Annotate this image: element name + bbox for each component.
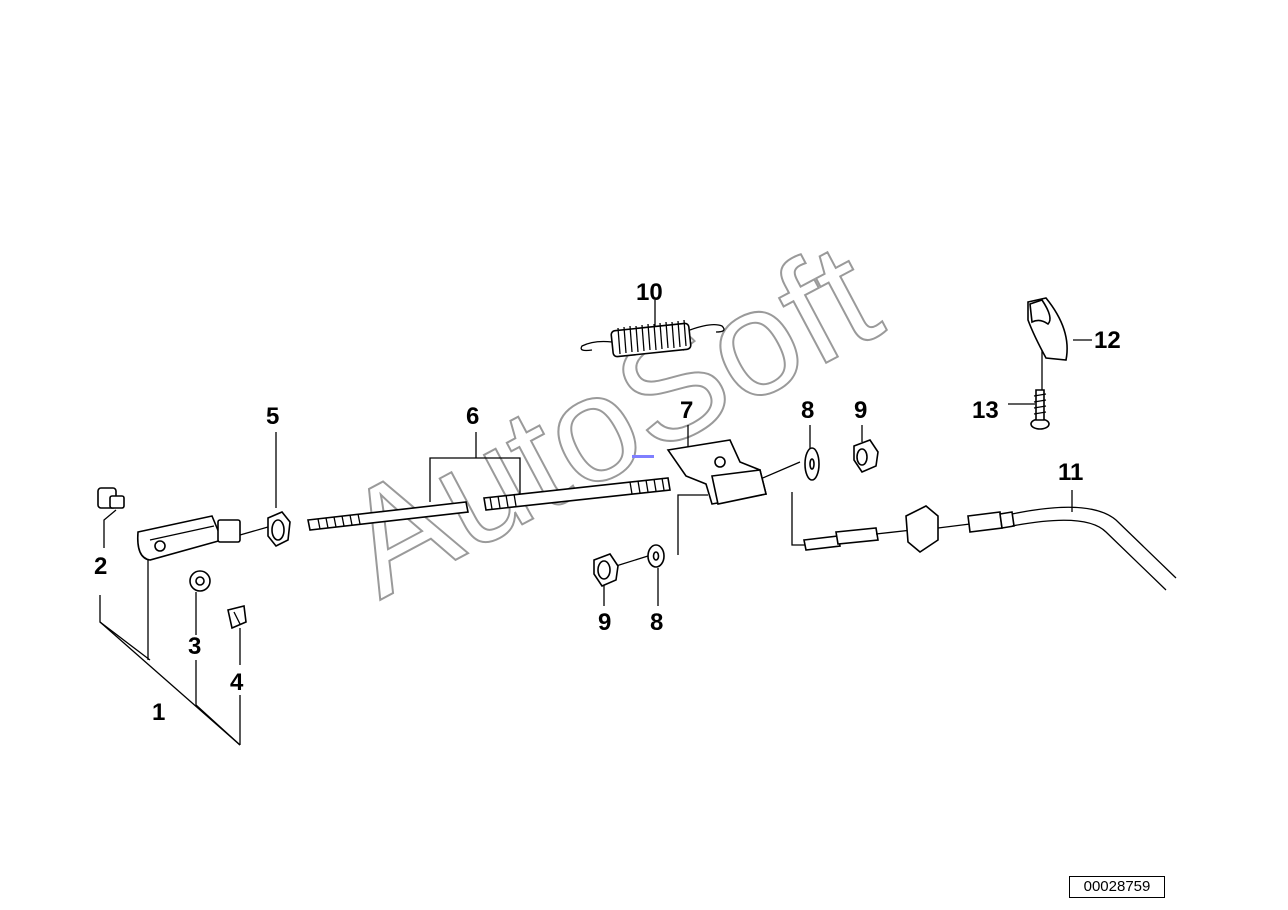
callout-6: 6 bbox=[466, 403, 479, 430]
callout-7: 7 bbox=[680, 397, 693, 424]
threaded-rod-part-6 bbox=[307, 477, 671, 531]
callout-11: 11 bbox=[1058, 459, 1083, 486]
washer-part-8-lower bbox=[647, 544, 665, 568]
bracket-part-12 bbox=[1027, 297, 1068, 361]
leader-lines bbox=[99, 300, 1092, 746]
bolt-part-2 bbox=[97, 487, 125, 509]
clevis-part-1 bbox=[136, 515, 241, 561]
washer-part-3 bbox=[189, 570, 211, 592]
spring-part-10 bbox=[580, 319, 725, 358]
callout-9: 9 bbox=[854, 397, 867, 424]
nut-part-9-lower bbox=[593, 553, 619, 587]
callout-12: 12 bbox=[1094, 327, 1121, 354]
nut-part-5 bbox=[267, 511, 291, 548]
cable-part-11 bbox=[803, 505, 1177, 591]
callout-8: 8 bbox=[801, 397, 814, 424]
callout-8-lower: 8 bbox=[650, 609, 663, 636]
callout-4: 4 bbox=[230, 669, 244, 696]
washer-part-8-upper bbox=[804, 447, 820, 481]
marker bbox=[632, 455, 654, 458]
callout-13: 13 bbox=[972, 397, 999, 424]
clip-part-4 bbox=[227, 605, 247, 630]
callout-1: 1 bbox=[152, 699, 165, 726]
callout-labels: 1 2 3 4 5 6 7 8 9 10 11 12 13 9 8 bbox=[94, 279, 1121, 726]
callout-10: 10 bbox=[636, 279, 663, 306]
screw-part-13 bbox=[1030, 389, 1050, 430]
nut-part-9-upper bbox=[853, 439, 879, 473]
callout-2: 2 bbox=[94, 553, 107, 580]
callout-3: 3 bbox=[188, 633, 201, 660]
callout-9-lower: 9 bbox=[598, 609, 611, 636]
reference-number: 00028759 bbox=[1069, 876, 1165, 898]
callout-5: 5 bbox=[266, 403, 279, 430]
equalizer-part-7 bbox=[666, 439, 767, 505]
